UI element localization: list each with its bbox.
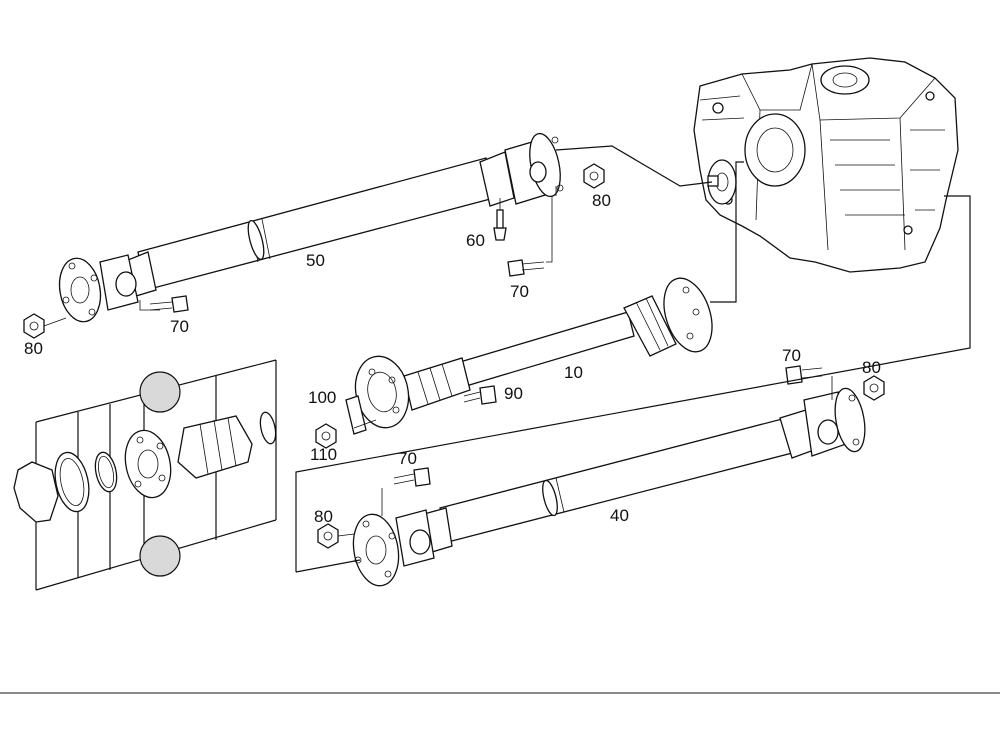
callout-70-upper-left: 70 (170, 317, 189, 336)
callout-80-upper-right: 80 (592, 191, 611, 210)
front-axle-shaft-10 (354, 277, 713, 429)
bolt-70-upper-left (149, 295, 189, 313)
callout-80-lower-right: 80 (862, 358, 881, 377)
nut-80-upper-right (583, 163, 605, 189)
cv-joint-kit-exploded (13, 359, 277, 591)
propeller-shaft-50 (58, 132, 564, 323)
nut-80-lower-left (317, 523, 339, 549)
shim-plate-100 (345, 395, 367, 435)
nut-80-lower-right (863, 375, 885, 401)
bolt-70-upper-right (507, 259, 545, 277)
callout-80-lower-left: 80 (314, 507, 333, 526)
bolt-90 (463, 385, 497, 405)
callout-80-upper-left: 80 (24, 339, 43, 358)
callout-60: 60 (466, 231, 485, 250)
nut-110 (315, 423, 337, 449)
callout-70-upper-right: 70 (510, 282, 529, 301)
callout-10: 10 (564, 363, 583, 382)
callout-70-lower-right: 70 (782, 346, 801, 365)
nut-80-upper-left (23, 313, 45, 339)
propeller-shaft-40 (352, 387, 866, 587)
callout-40: 40 (610, 506, 629, 525)
callout-90: 90 (504, 384, 523, 403)
callout-50: 50 (306, 251, 325, 270)
callout-70-lower-left: 70 (398, 449, 417, 468)
grease-nipple-60 (493, 209, 507, 241)
transfer-case-housing (693, 57, 959, 273)
callout-100: 100 (308, 388, 336, 407)
bolt-70-lower-left (393, 467, 431, 487)
callout-110: 110 (310, 445, 337, 464)
